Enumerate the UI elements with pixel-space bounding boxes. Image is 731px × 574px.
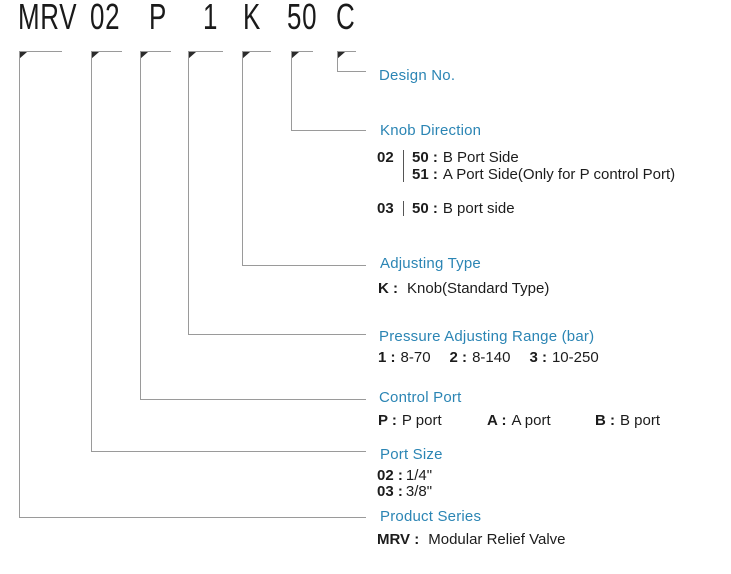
code-segment-control-port: P [149,0,168,37]
option-desc: Modular Relief Valve [428,531,566,548]
section-title-knob-direction: Knob Direction [380,122,482,139]
connector-line [337,51,338,71]
option-desc: B port side [442,200,515,217]
section-title-port-size: Port Size [380,446,443,463]
option-code: 03 [377,200,394,217]
section-title-product-series: Product Series [380,508,482,525]
option-code: A : [487,412,507,429]
connector-line [242,51,243,265]
option-code: K : [378,280,398,297]
section-title-adjusting-type: Adjusting Type [380,255,481,272]
connector-line [91,451,366,452]
option-code: 02 : [377,467,403,484]
product-series-option: MRV : Modular Relief Valve [377,531,566,548]
option-code: P : [378,412,397,429]
divider [403,201,404,216]
option-code: 02 [377,149,394,166]
connector-line [291,51,292,130]
code-segment-adjusting: K [243,0,262,37]
connector-line [291,130,366,131]
option-list: 50 :B port side [412,200,515,217]
knob-direction-row-02: 02 50 :B Port Side 51 :A Port Side(Only … [377,149,675,183]
connector-line [337,51,356,52]
adjusting-type-option: K : Knob(Standard Type) [378,280,549,297]
connector-line [91,51,92,451]
connector-line [291,51,313,52]
option-code: 50 : [412,149,438,166]
section-title-design-no: Design No. [379,67,456,84]
code-segment-port-size: 02 [90,0,121,37]
option-desc: B Port Side [442,149,519,166]
connector-line [140,51,141,399]
connector-line [91,51,122,52]
option-desc: 8-140 [472,349,511,366]
option-code: 2 : [449,349,468,366]
pressure-range-options: 1 :8-70 2 :8-140 3 :10-250 [378,349,618,366]
connector-line [188,334,366,335]
option: 1 :8-70 [378,349,431,366]
connector-line [19,517,366,518]
option: 50 :B port side [412,200,515,217]
option-code: 51 : [412,166,438,183]
option: 3 :10-250 [529,349,598,366]
option: 2 :8-140 [450,349,511,366]
option-desc: A Port Side(Only for P control Port) [442,166,676,183]
control-port-option: P :P port [378,412,442,429]
code-segment-knob: 50 [287,0,318,37]
option-desc: B port [620,412,661,429]
option-desc: Knob(Standard Type) [407,280,550,297]
knob-direction-row-03: 03 50 :B port side [377,200,515,217]
option-code: MRV : [377,531,420,548]
corner-arrow-icon [337,52,345,59]
option: 50 :B Port Side [412,149,675,166]
corner-arrow-icon [19,52,27,59]
port-size-option: 02 :1/4" [377,467,432,484]
connector-line [337,71,366,72]
connector-line [188,51,189,334]
connector-line [140,51,171,52]
connector-line [19,51,62,52]
option-code: 3 : [529,349,547,366]
corner-arrow-icon [188,52,196,59]
connector-line [242,265,366,266]
option-desc: 10-250 [551,349,599,366]
code-segment-pressure: 1 [203,0,219,37]
control-port-option: A :A port [487,412,551,429]
corner-arrow-icon [140,52,148,59]
port-size-option: 03 :3/8" [377,483,432,500]
code-segment-design: C [336,0,356,37]
section-title-control-port: Control Port [379,389,462,406]
option-desc: 1/4" [405,467,433,484]
corner-arrow-icon [91,52,99,59]
option-code: 50 : [412,200,438,217]
control-port-option: B : B port [595,412,660,429]
connector-line [242,51,271,52]
corner-arrow-icon [242,52,250,59]
option: 51 :A Port Side(Only for P control Port) [412,166,675,183]
code-segment-series: MRV [18,0,78,37]
option-desc: 3/8" [405,483,433,500]
connector-line [19,51,20,517]
divider [403,150,404,182]
option-code: B : [595,412,615,429]
corner-arrow-icon [291,52,299,59]
option-desc: 8-70 [400,349,431,366]
connector-line [188,51,223,52]
connector-line [140,399,366,400]
option-list: 50 :B Port Side 51 :A Port Side(Only for… [412,149,675,183]
option-desc: P port [401,412,442,429]
option-desc: A port [511,412,551,429]
option-code: 1 : [378,349,396,366]
section-title-pressure-range: Pressure Adjusting Range (bar) [379,328,595,345]
option-code: 03 : [377,483,403,500]
